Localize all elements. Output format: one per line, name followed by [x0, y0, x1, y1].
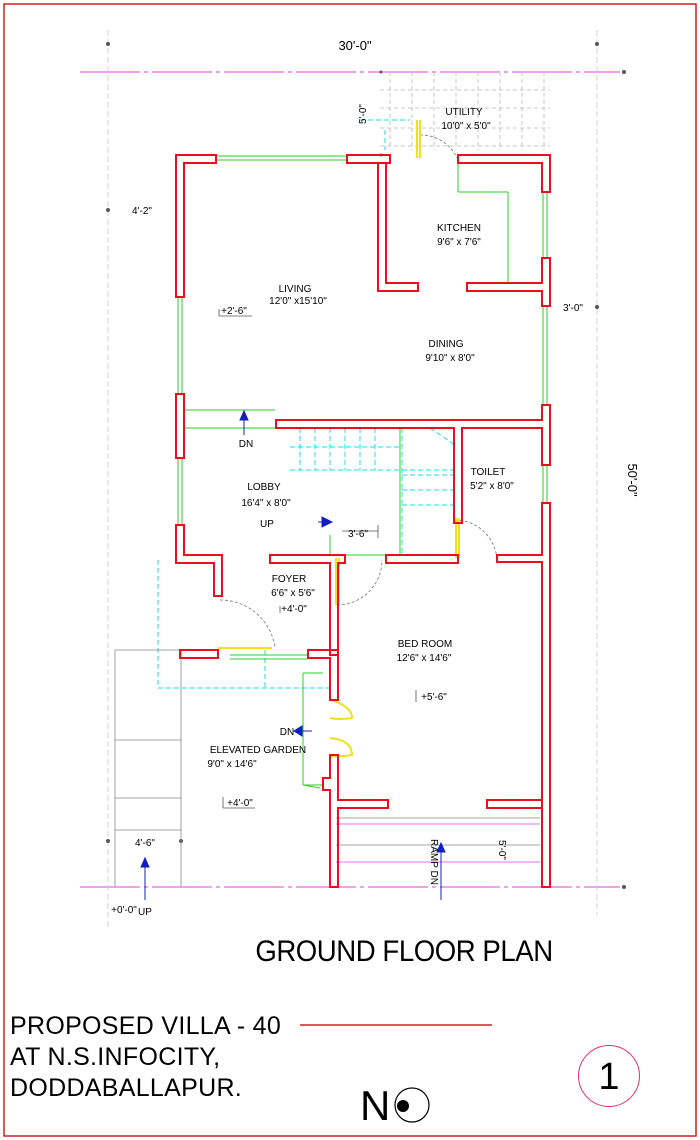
- ground-up-marker: UP: [138, 907, 152, 918]
- ramp-label: RAMP DN: [428, 839, 439, 885]
- living-size: 12'0" x15'10": [269, 296, 327, 307]
- front-setback-dimension: 5'-0": [496, 840, 507, 860]
- garden-level: +4'-0": [227, 798, 253, 809]
- dimension-ticks: [218, 309, 417, 809]
- foyer-size: 6'6" x 5'6": [271, 588, 315, 599]
- foyer-name: FOYER: [272, 574, 306, 585]
- garden-dn-marker: DN: [280, 727, 294, 738]
- lobby-size: 16'4" x 8'0": [241, 498, 291, 509]
- drawing-title: GROUND FLOOR PLAN: [255, 935, 553, 968]
- project-line-3: DODDABALLAPUR.: [10, 1074, 243, 1102]
- toilet-name: TOILET: [471, 467, 506, 478]
- plot-length-dimension: 50'-0": [625, 463, 640, 497]
- lobby-up-marker: UP: [260, 519, 274, 530]
- living-dn-marker: DN: [239, 439, 253, 450]
- ramp-magenta-lines: [336, 823, 540, 863]
- ramp-lines: [336, 817, 540, 846]
- sheet-border: [3, 3, 697, 1137]
- plot-boundary-lines: [80, 71, 620, 888]
- north-compass-icon: [394, 1087, 430, 1123]
- right-setback-dimension: 3'-0": [563, 303, 583, 314]
- kitchen-size: 9'6" x 7'6": [437, 237, 481, 248]
- garden-size: 9'0" x 14'6": [207, 759, 257, 770]
- kitchen-name: KITCHEN: [437, 223, 481, 234]
- stair-and-projection-lines: [157, 119, 456, 689]
- sheet-number: 1: [578, 1045, 640, 1107]
- toilet-size: 5'2" x 8'0": [470, 481, 514, 492]
- project-line-2: AT N.S.INFOCITY,: [10, 1043, 221, 1071]
- level-arrows: [140, 409, 446, 900]
- walls: [175, 154, 551, 888]
- dining-size: 9'10" x 8'0": [425, 353, 475, 364]
- stair-width-dimension: 3'-6": [348, 529, 368, 540]
- garden-name: ELEVATED GARDEN: [210, 745, 306, 756]
- living-name: LIVING: [279, 284, 312, 295]
- lobby-name: LOBBY: [247, 482, 281, 493]
- door-swings: [219, 134, 498, 649]
- garden-setback-dimension: 4'-6": [135, 838, 155, 849]
- bedroom-size: 12'6" x 14'6": [397, 653, 452, 664]
- bedroom-level: +5'-6": [421, 692, 447, 703]
- utility-name: UTILITY: [445, 107, 483, 118]
- north-label: N: [360, 1082, 391, 1129]
- left-setback-dimension: 4'-2": [132, 206, 152, 217]
- window-lines: [177, 155, 548, 789]
- door-frames: [218, 120, 460, 758]
- bedroom-name: BED ROOM: [398, 639, 452, 650]
- utility-depth-dimension: 5'-0": [358, 104, 369, 124]
- utility-size: 10'0" x 5'0": [441, 121, 491, 132]
- extension-lines: [107, 30, 598, 930]
- ground-level: +0'-0": [111, 905, 137, 916]
- project-line-1: PROPOSED VILLA - 40: [10, 1012, 282, 1040]
- dining-name: DINING: [429, 339, 464, 350]
- garden-steps: [114, 649, 182, 887]
- living-level: +2'-6": [221, 306, 247, 317]
- north-compass-dot-icon: [397, 1100, 409, 1112]
- foyer-level: +4'-0": [281, 604, 307, 615]
- utility-grid: [380, 72, 550, 150]
- plot-width-dimension: 30'-0": [338, 38, 372, 53]
